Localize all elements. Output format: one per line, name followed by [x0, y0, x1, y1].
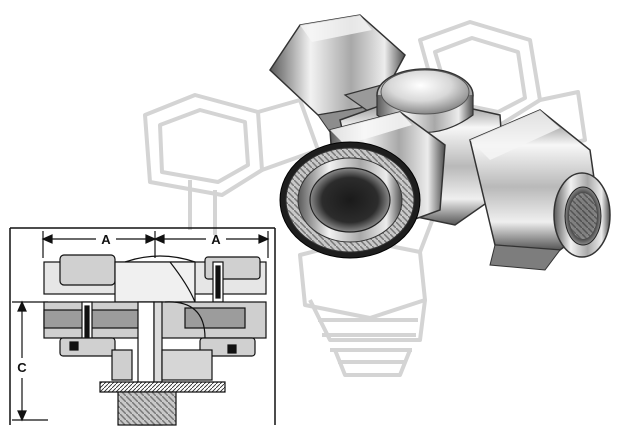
dimension-a-right — [153, 231, 270, 258]
dimension-label-c: C — [17, 360, 27, 375]
fitting-photo — [269, 14, 611, 271]
dimension-a-left — [41, 231, 157, 258]
dimension-label-a-right: A — [211, 232, 221, 247]
dimension-label-a-left: A — [101, 232, 111, 247]
section-top-run — [43, 254, 267, 303]
threaded-port — [279, 141, 421, 259]
dimension-c — [12, 300, 48, 422]
right-nut — [469, 109, 611, 271]
technical-drawing: A A C — [9, 227, 276, 426]
section-stem — [99, 301, 226, 426]
